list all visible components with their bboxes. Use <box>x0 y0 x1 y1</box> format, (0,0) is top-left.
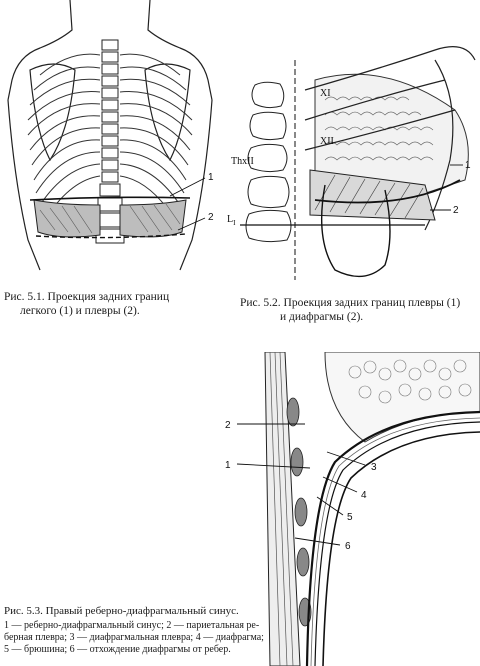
fig1-label-1: 1 <box>208 172 214 183</box>
fig2-caption-line2: и диафрагмы (2). <box>280 311 364 323</box>
fig1-label-2: 2 <box>208 212 214 223</box>
fig3-label-2: 2 <box>225 420 231 431</box>
costodiaphragmatic-sinus-illustration: 2 1 3 4 5 6 <box>225 352 480 666</box>
figure-5-2: XI XII ThxII LI 1 2 <box>225 40 480 280</box>
fig2-label-2: 2 <box>453 205 459 216</box>
fig2-label-l1: LI <box>227 214 236 227</box>
fig2-caption-line1: Рис. 5.2. Проекция задних границ плевры … <box>240 297 461 309</box>
fig2-caption: Рис. 5.2. Проекция задних границ плевры … <box>240 296 480 324</box>
fig1-caption-line2: легкого (1) и плевры (2). <box>20 305 140 317</box>
fig3-caption-title: Рис. 5.3. Правый реберно-диафрагмальный … <box>4 605 239 617</box>
fig3-label-3: 3 <box>371 462 377 473</box>
fig3-label-6: 6 <box>345 541 351 552</box>
pleura-diaphragm-projection-illustration: XI XII ThxII LI 1 2 <box>227 46 476 280</box>
fig2-label-xi: XI <box>320 88 331 99</box>
fig3-caption: Рис. 5.3. Правый реберно-диафрагмальный … <box>4 604 266 656</box>
back-lungs-illustration: 1 2 <box>7 0 214 271</box>
fig1-caption: Рис. 5.1. Проекция задних границ легкого… <box>4 290 234 318</box>
fig3-legend-line1: 1 — реберно-диафрагмальный синус; 2 — па… <box>4 620 260 631</box>
fig3-label-4: 4 <box>361 490 367 501</box>
figure-5-1: 1 2 <box>0 0 230 280</box>
fig3-label-5: 5 <box>347 512 353 523</box>
fig3-label-1: 1 <box>225 460 231 471</box>
fig3-legend-line2: берная плевра; 3 — диафрагмальная плевра… <box>4 632 264 643</box>
fig3-legend-line3: 5 — брюшина; 6 — отхождение диафрагмы от… <box>4 644 231 655</box>
fig1-caption-line1: Рис. 5.1. Проекция задних границ <box>4 291 170 303</box>
fig2-label-thx: ThxII <box>231 156 254 167</box>
figure-5-3: 2 1 3 4 5 6 <box>215 352 480 666</box>
fig2-label-xii: XII <box>320 136 334 147</box>
fig2-label-1: 1 <box>465 160 471 171</box>
